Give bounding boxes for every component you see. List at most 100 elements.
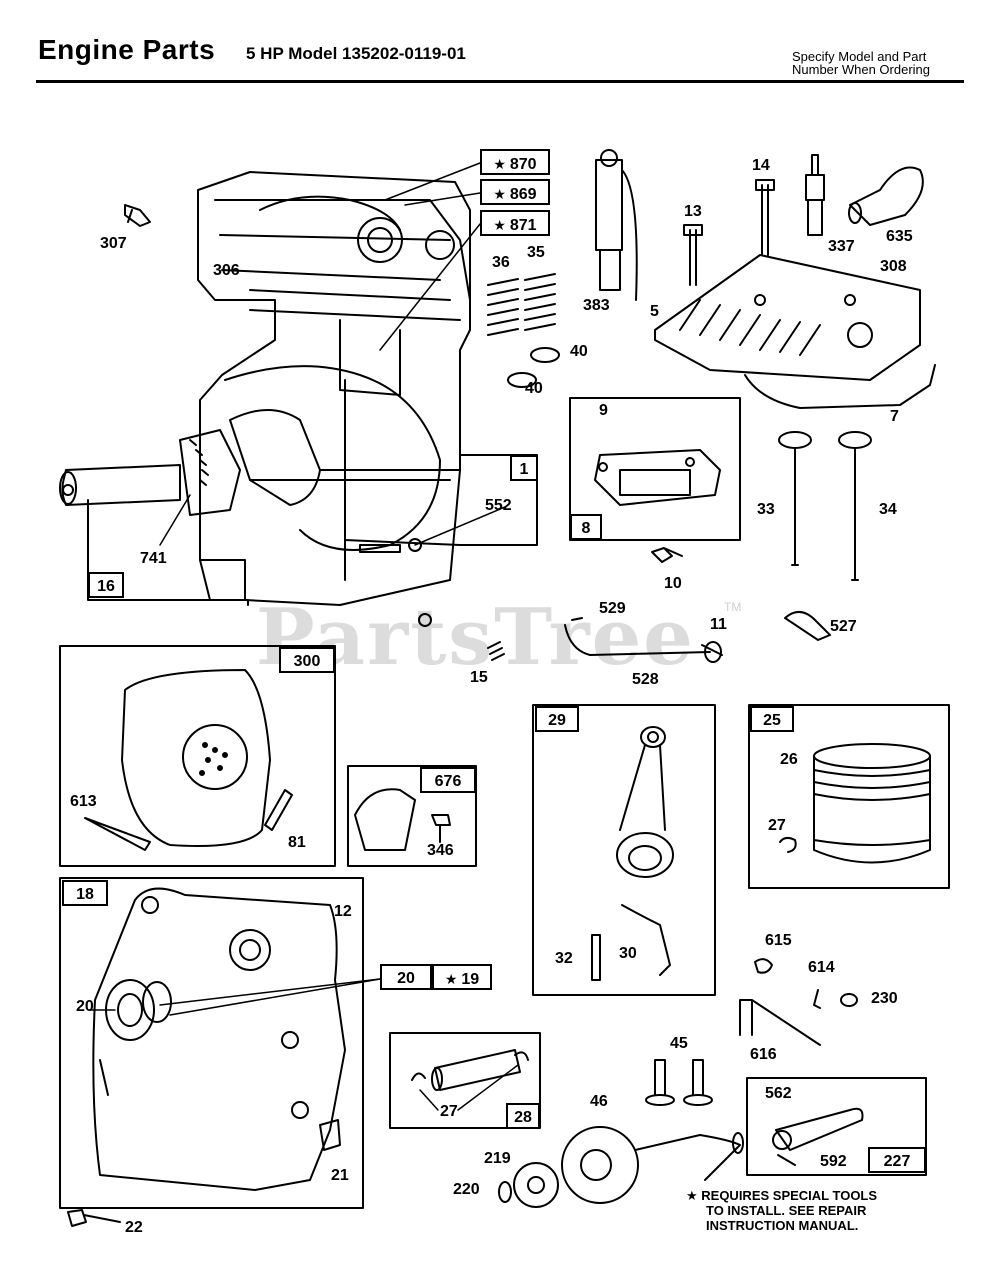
- bolt-15-drawing: [487, 641, 505, 661]
- part-28-tag: 28: [506, 1103, 540, 1129]
- spark-plug-drawing: [805, 154, 825, 236]
- leader-lines: [89, 162, 519, 1111]
- part-8-label: 8: [581, 520, 591, 537]
- part-230-label: 230: [871, 990, 898, 1007]
- part-18-label: 18: [76, 886, 94, 903]
- footnote-line2: TO INSTALL. SEE REPAIR: [706, 1203, 867, 1218]
- valve-spring-compressor-drawing: [595, 149, 638, 301]
- part-346-label: 346: [427, 842, 454, 859]
- part-306-label: 306: [213, 262, 240, 279]
- part-552-label: 552: [485, 497, 512, 514]
- part-676-label: 676: [434, 773, 462, 790]
- part-1-tag: 1: [510, 455, 538, 481]
- bolt-22-drawing: [67, 1209, 121, 1227]
- part-870-label: 870: [509, 156, 537, 173]
- part-869-label: 869: [509, 186, 537, 203]
- part-19-tag: 19: [432, 964, 492, 990]
- part-25-tag: 25: [750, 706, 794, 732]
- part-19-label: 19: [461, 971, 480, 988]
- part-13-label: 13: [684, 203, 702, 220]
- part-227-label: 227: [883, 1153, 911, 1170]
- part-308-label: 308: [880, 258, 907, 275]
- breather-drawing: [594, 449, 721, 506]
- part-18-tag: 18: [62, 880, 108, 906]
- part-1-label: 1: [519, 461, 529, 478]
- piston-drawing: [779, 743, 931, 864]
- cylinder-head-drawing: [654, 254, 936, 409]
- part-7-label: 7: [890, 408, 899, 425]
- part-29-tag: 29: [535, 706, 579, 732]
- part-81-label: 81: [288, 834, 306, 851]
- part-21-label: 21: [331, 1167, 349, 1184]
- ordering-note-line1: Specify Model and Part: [792, 49, 927, 64]
- part-300-tag: 300: [279, 647, 335, 673]
- footnote-line1: ★ REQUIRES SPECIAL TOOLS: [686, 1188, 878, 1203]
- part-46-label: 46: [590, 1093, 608, 1110]
- part-529-label: 529: [599, 600, 626, 617]
- part-20b-label: 20: [397, 970, 415, 987]
- part-307-label: 307: [100, 235, 127, 252]
- part-676-tag: 676: [420, 767, 476, 793]
- part-27b-label: 27: [440, 1103, 458, 1120]
- part-871-tag: 871: [480, 210, 550, 236]
- part-527-label: 527: [830, 618, 857, 635]
- part-562-label: 562: [765, 1085, 792, 1102]
- part-16-tag: 16: [88, 572, 124, 598]
- header-divider: [36, 80, 964, 83]
- footnote-line3: INSTRUCTION MANUAL.: [706, 1218, 859, 1233]
- valves-drawing: [778, 431, 872, 581]
- governor-shaft-drawing: [739, 958, 858, 1046]
- part-40b-label: 40: [525, 380, 543, 397]
- part-27a-label: 27: [768, 817, 786, 834]
- part-40a-label: 40: [570, 343, 588, 360]
- part-300-label: 300: [293, 653, 321, 670]
- model-number: 5 HP Model 135202-0119-01: [246, 44, 466, 63]
- part-16-label: 16: [97, 578, 115, 595]
- part-5-label: 5: [650, 303, 659, 320]
- part-869-tag: 869: [480, 179, 550, 205]
- part-383-label: 383: [583, 297, 610, 314]
- crankshaft-drawing: [59, 409, 461, 516]
- part-26-label: 26: [780, 751, 798, 768]
- part-635-label: 635: [886, 228, 913, 245]
- part-20a-label: 20: [76, 998, 94, 1015]
- muffler-guard-drawing: [354, 788, 451, 851]
- part-219-label: 219: [484, 1150, 511, 1167]
- part-28-label: 28: [514, 1109, 532, 1126]
- part-528-label: 528: [632, 671, 659, 688]
- part-45-label: 45: [670, 1035, 688, 1052]
- part-29-label: 29: [548, 712, 566, 729]
- part-14-label: 14: [752, 157, 770, 174]
- special-tools-footnote: ★ REQUIRES SPECIAL TOOLS TO INSTALL. SEE…: [686, 1188, 946, 1233]
- part-15-label: 15: [470, 669, 488, 686]
- camshaft-drawing: [561, 1126, 744, 1204]
- piston-pin-drawing: [411, 1049, 529, 1091]
- part-36-label: 36: [492, 254, 510, 271]
- part-220-label: 220: [453, 1181, 480, 1198]
- page-title: Engine Parts: [38, 34, 216, 65]
- part-30-label: 30: [619, 945, 637, 962]
- ordering-note-line2: Number When Ordering: [792, 62, 930, 77]
- part-11-label: 11: [710, 616, 727, 633]
- part-35-label: 35: [527, 244, 545, 261]
- breather-tube-drawing: [564, 617, 723, 663]
- part-33-label: 33: [757, 501, 775, 518]
- muffler-drawing: [84, 669, 293, 851]
- part-613-label: 613: [70, 793, 97, 810]
- governor-lever-drawing: [772, 1107, 864, 1166]
- part-32-label: 32: [555, 950, 573, 967]
- part-870-tag: 870: [480, 149, 550, 175]
- governor-gear-drawing: [498, 1162, 559, 1208]
- ordering-note: Specify Model and Part Number When Order…: [792, 50, 962, 76]
- part-337-label: 337: [828, 238, 855, 255]
- connecting-rod-drawing: [591, 726, 674, 981]
- cover-bolts-drawing: [683, 179, 775, 286]
- part-20-tag: 20: [380, 964, 432, 990]
- bolt-307-drawing: [124, 204, 151, 227]
- part-10-label: 10: [664, 575, 682, 592]
- tappets-drawing: [645, 1059, 713, 1106]
- crankcase-cover-drawing: [92, 887, 346, 1191]
- part-592-label: 592: [820, 1153, 847, 1170]
- bolt-10-drawing: [651, 547, 683, 563]
